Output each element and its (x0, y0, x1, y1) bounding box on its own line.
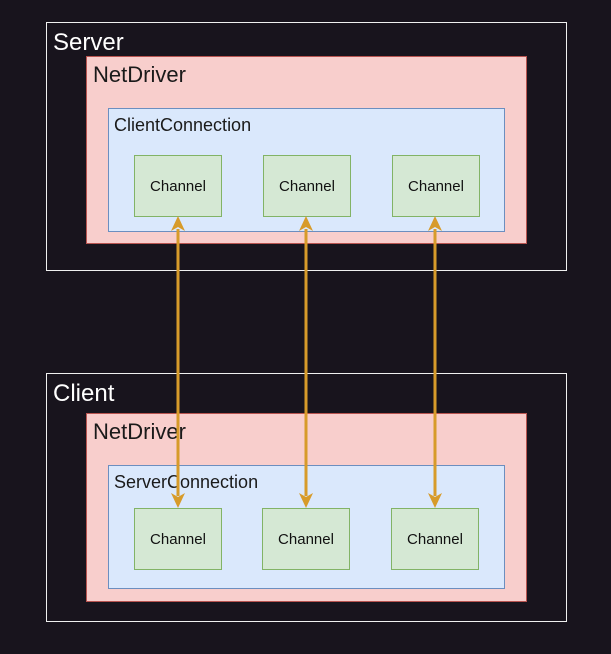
server-connection-label: ServerConnection (114, 472, 259, 492)
client-label: Client (53, 380, 115, 407)
client-connection-label: ClientConnection (114, 115, 252, 135)
server-channel-2: Channel (263, 155, 351, 217)
server-netdriver-label: NetDriver (93, 62, 186, 87)
server-channel-3: Channel (392, 155, 480, 217)
client-channel-3: Channel (391, 508, 479, 570)
client-channel-1: Channel (134, 508, 222, 570)
client-channel-2: Channel (262, 508, 350, 570)
server-label: Server (53, 29, 124, 56)
client-netdriver-label: NetDriver (93, 419, 186, 444)
server-channel-1: Channel (134, 155, 222, 217)
